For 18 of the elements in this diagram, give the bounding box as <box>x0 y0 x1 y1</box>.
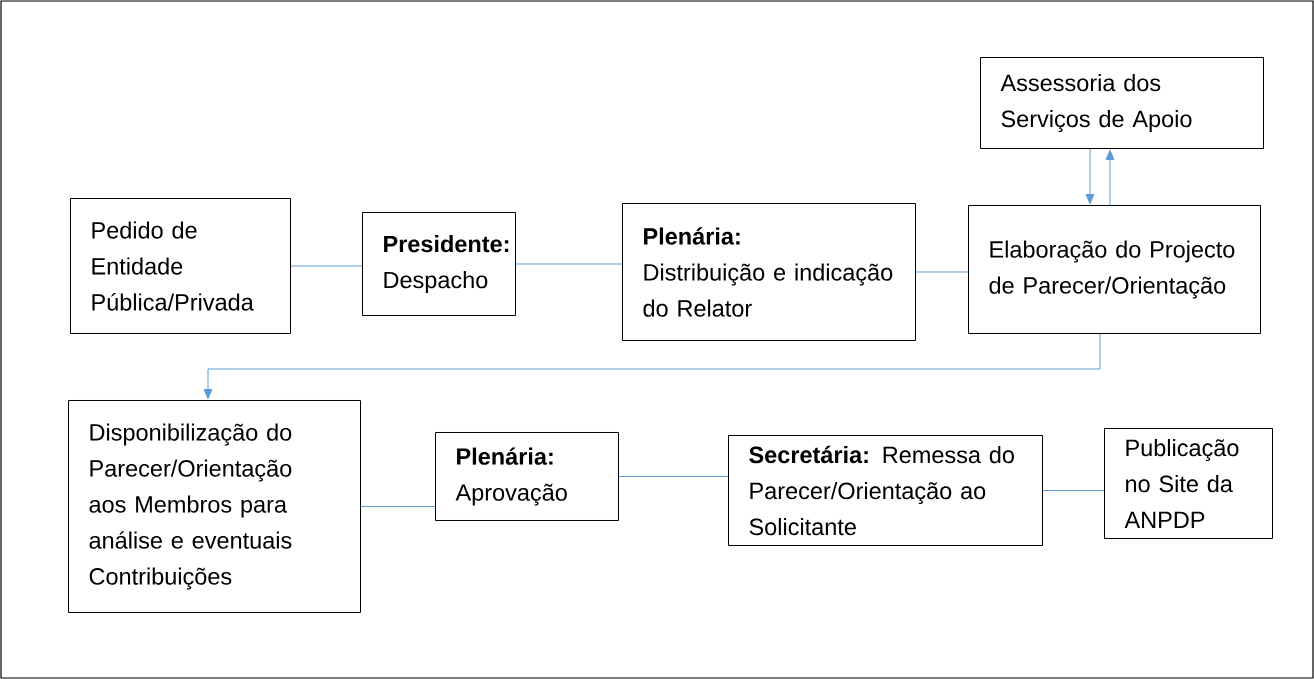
arrow <box>203 333 1101 400</box>
process-box: Elaboração do Projecto de Parecer/Orientação <box>968 205 1261 334</box>
connector-line <box>360 506 436 507</box>
connector-line <box>1042 490 1105 491</box>
connector-line <box>515 263 623 265</box>
arrow <box>1085 148 1095 205</box>
connector-line <box>290 265 363 267</box>
process-box: Presidente: Despacho <box>362 212 516 316</box>
connector-line <box>618 476 729 477</box>
process-box: Plenária: Distribuição e indicação do Relator <box>622 203 916 341</box>
process-box: Disponibilização do Parecer/Orientação aos Membros para análise e eventuais Contribuições <box>68 400 361 613</box>
process-box: Plenária: Aprovação <box>435 432 619 521</box>
support-box: Assessoria dos Serviços de Apoio <box>980 57 1264 149</box>
process-box: Pedido de Entidade Pública/Privada <box>70 198 291 334</box>
process-box: Publicação no Site da ANPDP <box>1104 428 1273 539</box>
process-box: Secretária: Remessa do Parecer/Orientação ao Solicitante <box>728 435 1043 546</box>
connector-line <box>915 271 969 273</box>
arrow <box>1105 149 1115 206</box>
